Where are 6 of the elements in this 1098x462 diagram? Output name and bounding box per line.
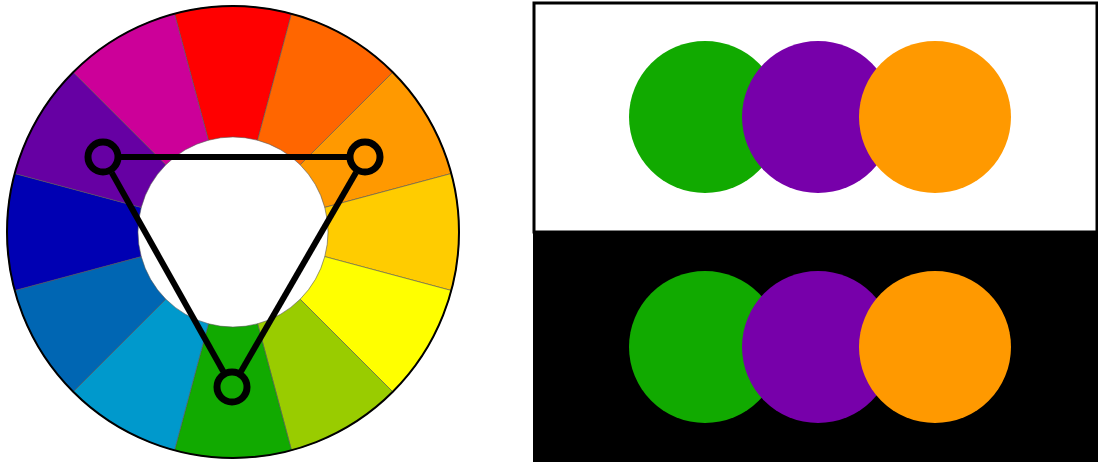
marker-circle [345, 137, 385, 177]
connector-line [121, 154, 347, 160]
marker-circle [212, 367, 252, 407]
connector-line [238, 171, 359, 373]
marker-circle [83, 137, 123, 177]
connector-line [109, 171, 226, 373]
